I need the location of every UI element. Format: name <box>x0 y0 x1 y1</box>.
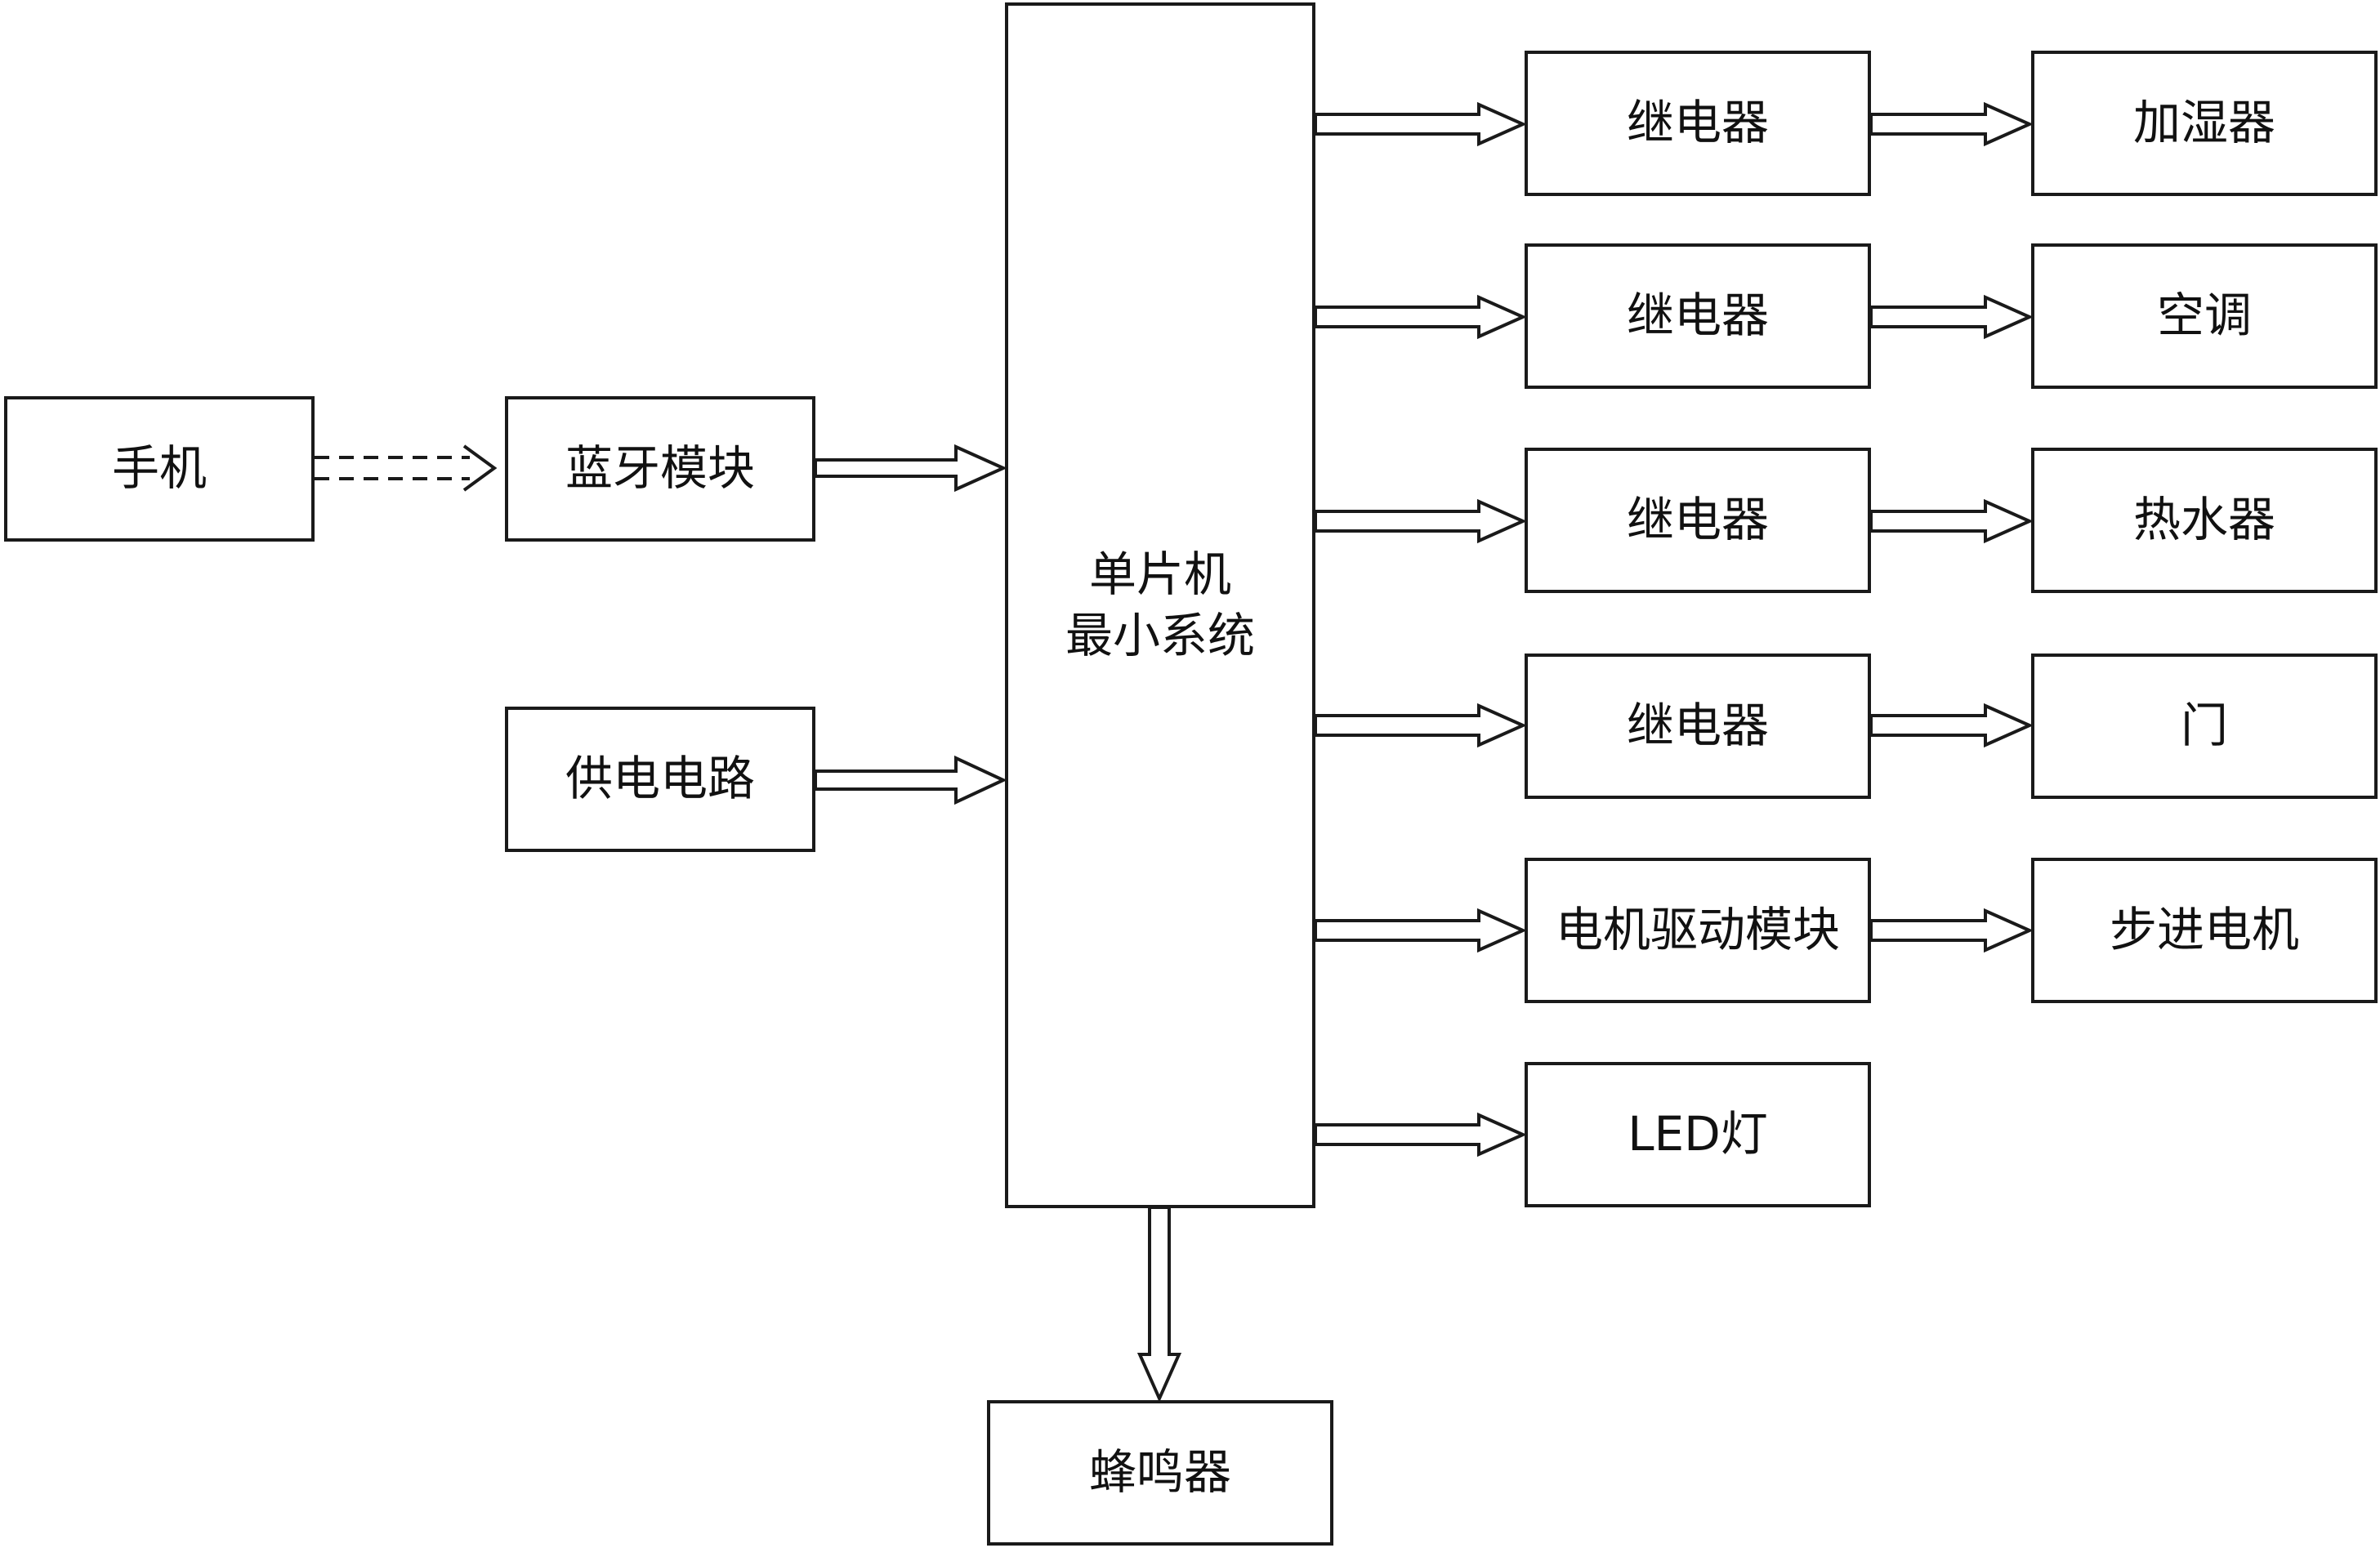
door-label: 门 <box>2180 698 2228 754</box>
relay-box-1: 继电器 <box>1525 51 1871 196</box>
buzzer-label: 蜂鸣器 <box>1088 1444 1231 1501</box>
arrow-bluetooth-to-mcu <box>814 444 1007 493</box>
humidifier-label: 加湿器 <box>2132 95 2275 151</box>
buzzer-box: 蜂鸣器 <box>987 1400 1333 1546</box>
arrow-motor-driver-to-stepper <box>1869 908 2034 953</box>
water-heater-label: 热水器 <box>2132 492 2275 548</box>
led-light-box: LED灯 <box>1525 1062 1871 1207</box>
mcu-label-line2: 最小系统 <box>1065 608 1255 663</box>
stepper-motor-box: 步进电机 <box>2031 858 2378 1003</box>
bluetooth-module-box: 蓝牙模块 <box>505 396 815 542</box>
arrow-mcu-to-buzzer <box>1136 1206 1182 1403</box>
arrow-relay4-to-door <box>1869 703 2034 748</box>
relay-box-3: 继电器 <box>1525 448 1871 593</box>
power-circuit-box: 供电电路 <box>505 707 815 852</box>
air-conditioner-box: 空调 <box>2031 243 2378 389</box>
phone-label: 手机 <box>111 440 207 497</box>
relay-label-2: 继电器 <box>1626 288 1769 344</box>
relay-box-4: 继电器 <box>1525 654 1871 799</box>
arrow-relay2-to-air-conditioner <box>1869 294 2034 340</box>
bluetooth-module-label: 蓝牙模块 <box>565 440 755 497</box>
relay-label-4: 继电器 <box>1626 698 1769 754</box>
motor-driver-module-box: 电机驱动模块 <box>1525 858 1871 1003</box>
arrow-relay3-to-water-heater <box>1869 498 2034 544</box>
arrow-relay1-to-humidifier <box>1869 101 2034 147</box>
air-conditioner-label: 空调 <box>2156 288 2252 344</box>
relay-label-3: 继电器 <box>1626 492 1769 548</box>
arrow-power-to-mcu <box>814 755 1007 805</box>
door-box: 门 <box>2031 654 2378 799</box>
power-circuit-label: 供电电路 <box>565 751 755 807</box>
mcu-minimum-system-box: 单片机 最小系统 <box>1005 2 1315 1208</box>
arrow-mcu-to-relay4 <box>1314 703 1527 748</box>
relay-box-2: 继电器 <box>1525 243 1871 389</box>
arrow-mcu-to-led <box>1314 1112 1527 1158</box>
arrow-mcu-to-relay2 <box>1314 294 1527 340</box>
phone-box: 手机 <box>4 396 315 542</box>
led-light-label: LED灯 <box>1628 1106 1768 1162</box>
arrow-mcu-to-motor-driver <box>1314 908 1527 953</box>
arrow-mcu-to-relay1 <box>1314 101 1527 147</box>
motor-driver-module-label: 电机驱动模块 <box>1555 902 1840 958</box>
arrow-mcu-to-relay3 <box>1314 498 1527 544</box>
arrow-phone-to-bluetooth <box>315 444 498 492</box>
stepper-motor-label: 步进电机 <box>2109 902 2299 958</box>
water-heater-box: 热水器 <box>2031 448 2378 593</box>
humidifier-box: 加湿器 <box>2031 51 2378 196</box>
relay-label-1: 继电器 <box>1626 95 1769 151</box>
mcu-label-line1: 单片机 <box>1088 546 1231 602</box>
